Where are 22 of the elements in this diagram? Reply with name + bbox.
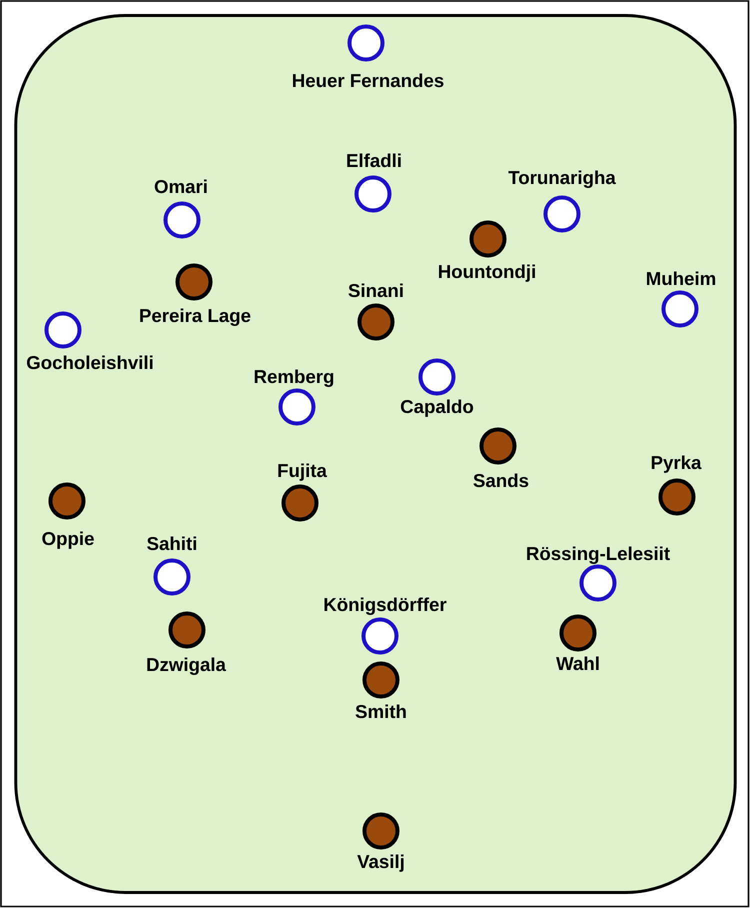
player-name: Fujita: [278, 463, 327, 481]
player-name: Pereira Lage: [140, 308, 250, 326]
player-name: Gocholeishvili: [26, 355, 152, 370]
player-name: Wahl: [556, 656, 599, 670]
player-name: Heuer Fernandes: [293, 73, 444, 88]
player-name: Hountondji: [439, 264, 535, 282]
player-name: Capaldo: [400, 399, 474, 417]
player-name: Muheim: [646, 271, 716, 286]
player-name: Dzwigala: [147, 657, 226, 675]
player-name: Sands: [474, 473, 528, 488]
player-name: Vasilj: [357, 854, 404, 872]
player-name: Rössing-Lelesiit: [527, 546, 670, 564]
player-name: Omari: [154, 179, 207, 194]
player-name: Smith: [356, 704, 406, 718]
player-name: Königsdörffer: [324, 597, 446, 615]
player-name: Sahiti: [147, 536, 196, 550]
player-name: Elfadli: [347, 153, 401, 168]
player-name: Remberg: [254, 369, 334, 387]
player-name: Oppie: [42, 531, 94, 549]
player-name: Pyrka: [652, 455, 702, 473]
player-name: Torunarigha: [508, 170, 616, 188]
player-name: Sinani: [348, 283, 403, 298]
